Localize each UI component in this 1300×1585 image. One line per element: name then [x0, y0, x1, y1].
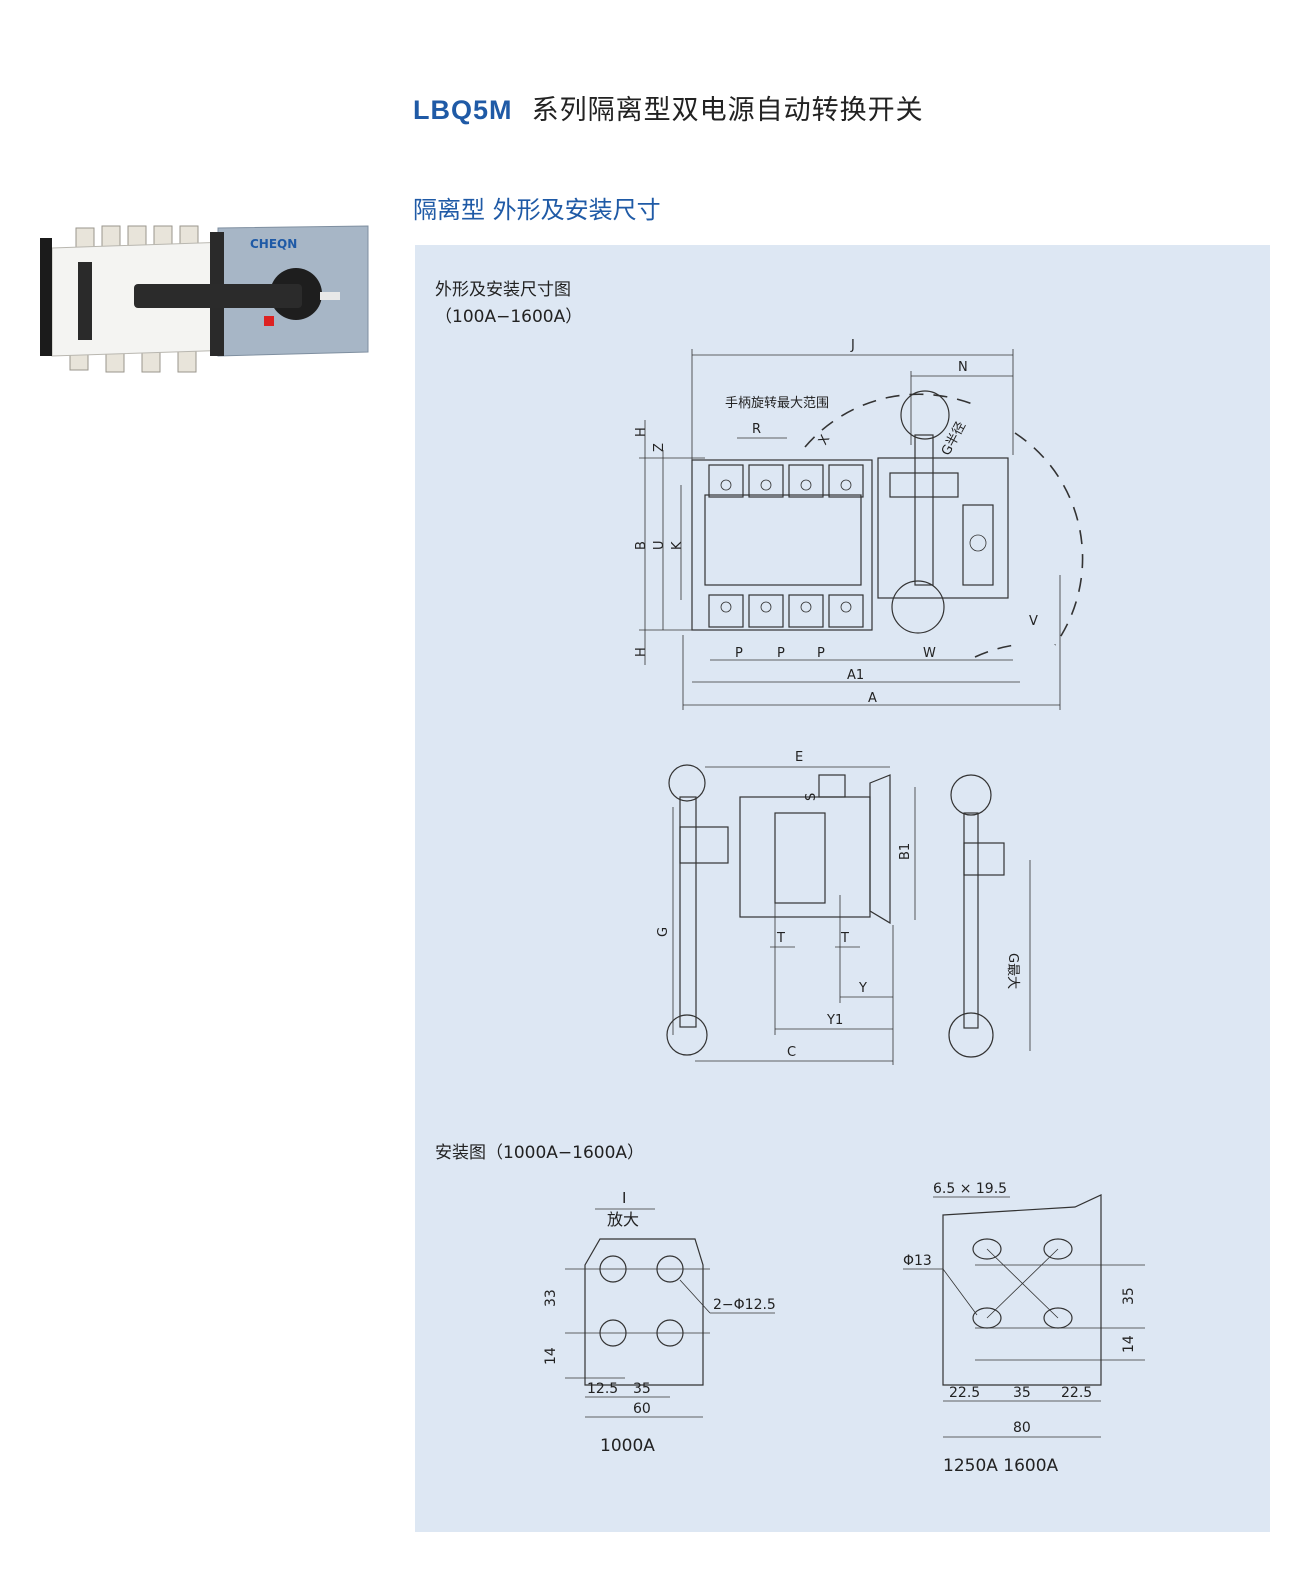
dim-60: 60 — [633, 1401, 651, 1417]
dim-K: K — [670, 541, 685, 550]
dim-E: E — [795, 750, 803, 765]
dim-N: N — [958, 360, 968, 375]
dim-X: X — [816, 432, 833, 447]
dim-33: 33 — [543, 1289, 559, 1307]
dim-C: C — [787, 1045, 796, 1060]
dim-80: 80 — [1013, 1420, 1031, 1436]
handle-rotation-note: 手柄旋转最大范围 — [725, 396, 829, 411]
dimension-panel: 外形及安装尺寸图 （100A−1600A） 安装图（1000A−1600A） J… — [415, 245, 1270, 1532]
dim-range: （100A−1600A） — [435, 307, 583, 327]
side-view-diagram: E S B1 G T T Y Y1 C G最大 — [656, 750, 1031, 1065]
section-title: 隔离型 外形及安装尺寸 — [413, 196, 661, 224]
product-image: CHEQN — [40, 225, 369, 373]
product-brand: CHEQN — [250, 237, 297, 251]
dim-35-horizontal: 35 — [1013, 1385, 1031, 1401]
dim-R: R — [752, 422, 761, 437]
dim-P-2: P — [777, 646, 785, 661]
install-section-mark: I — [622, 1189, 626, 1207]
dim-G-max: G最大 — [1005, 953, 1020, 989]
dim-Z: Z — [652, 443, 667, 452]
dim-35: 35 — [633, 1381, 651, 1397]
dim-H-bottom: H — [634, 647, 649, 657]
dim-H-top: H — [634, 427, 649, 437]
dim-title: 外形及安装尺寸图 — [435, 280, 571, 300]
product-code: LBQ5M — [413, 95, 513, 125]
product-title: 系列隔离型双电源自动转换开关 — [531, 95, 924, 126]
dim-B: B — [634, 541, 649, 550]
slot-6-5x19-5: 6.5 × 19.5 — [933, 1181, 1007, 1197]
dim-T-1: T — [776, 931, 785, 946]
front-view-diagram: J N 手柄旋转最大范围 R X G半径 H Z B U K H — [634, 338, 1084, 710]
dim-A1: A1 — [847, 668, 864, 683]
dim-G: G — [656, 927, 671, 937]
dim-A: A — [868, 691, 877, 706]
dim-S: S — [804, 793, 819, 801]
caption-1250a-1600a: 1250A 1600A — [943, 1456, 1059, 1476]
dim-14-vertical: 14 — [1121, 1335, 1137, 1353]
dim-Y: Y — [858, 981, 867, 996]
page-title: LBQ5M 系列隔离型双电源自动转换开关 — [413, 88, 924, 127]
dim-14: 14 — [543, 1347, 559, 1365]
dim-U: U — [652, 540, 667, 550]
install-zoom-label: 放大 — [607, 1210, 639, 1229]
install-title: 安装图（1000A−1600A） — [435, 1143, 645, 1163]
dim-22-5-right: 22.5 — [1061, 1385, 1092, 1401]
hole-2-phi-12-5: 2−Φ12.5 — [713, 1297, 776, 1313]
dim-T-2: T — [840, 931, 849, 946]
dim-35-vertical: 35 — [1121, 1287, 1137, 1305]
install-diagrams: I 放大 33 14 2−Φ12.5 12.5 35 60 1000A 6.5 … — [543, 1181, 1145, 1476]
dim-12-5: 12.5 — [587, 1381, 618, 1397]
dim-P-3: P — [817, 646, 825, 661]
hole-phi-13: Φ13 — [903, 1253, 932, 1269]
dim-W: W — [923, 646, 936, 661]
dim-G-radius: G半径 — [939, 419, 969, 458]
dim-22-5-left: 22.5 — [949, 1385, 980, 1401]
dim-V: V — [1029, 614, 1038, 629]
dim-P-1: P — [735, 646, 743, 661]
dim-Y1: Y1 — [826, 1013, 843, 1028]
dim-J: J — [850, 338, 855, 353]
caption-1000a: 1000A — [600, 1436, 655, 1456]
dim-B1: B1 — [898, 843, 913, 860]
